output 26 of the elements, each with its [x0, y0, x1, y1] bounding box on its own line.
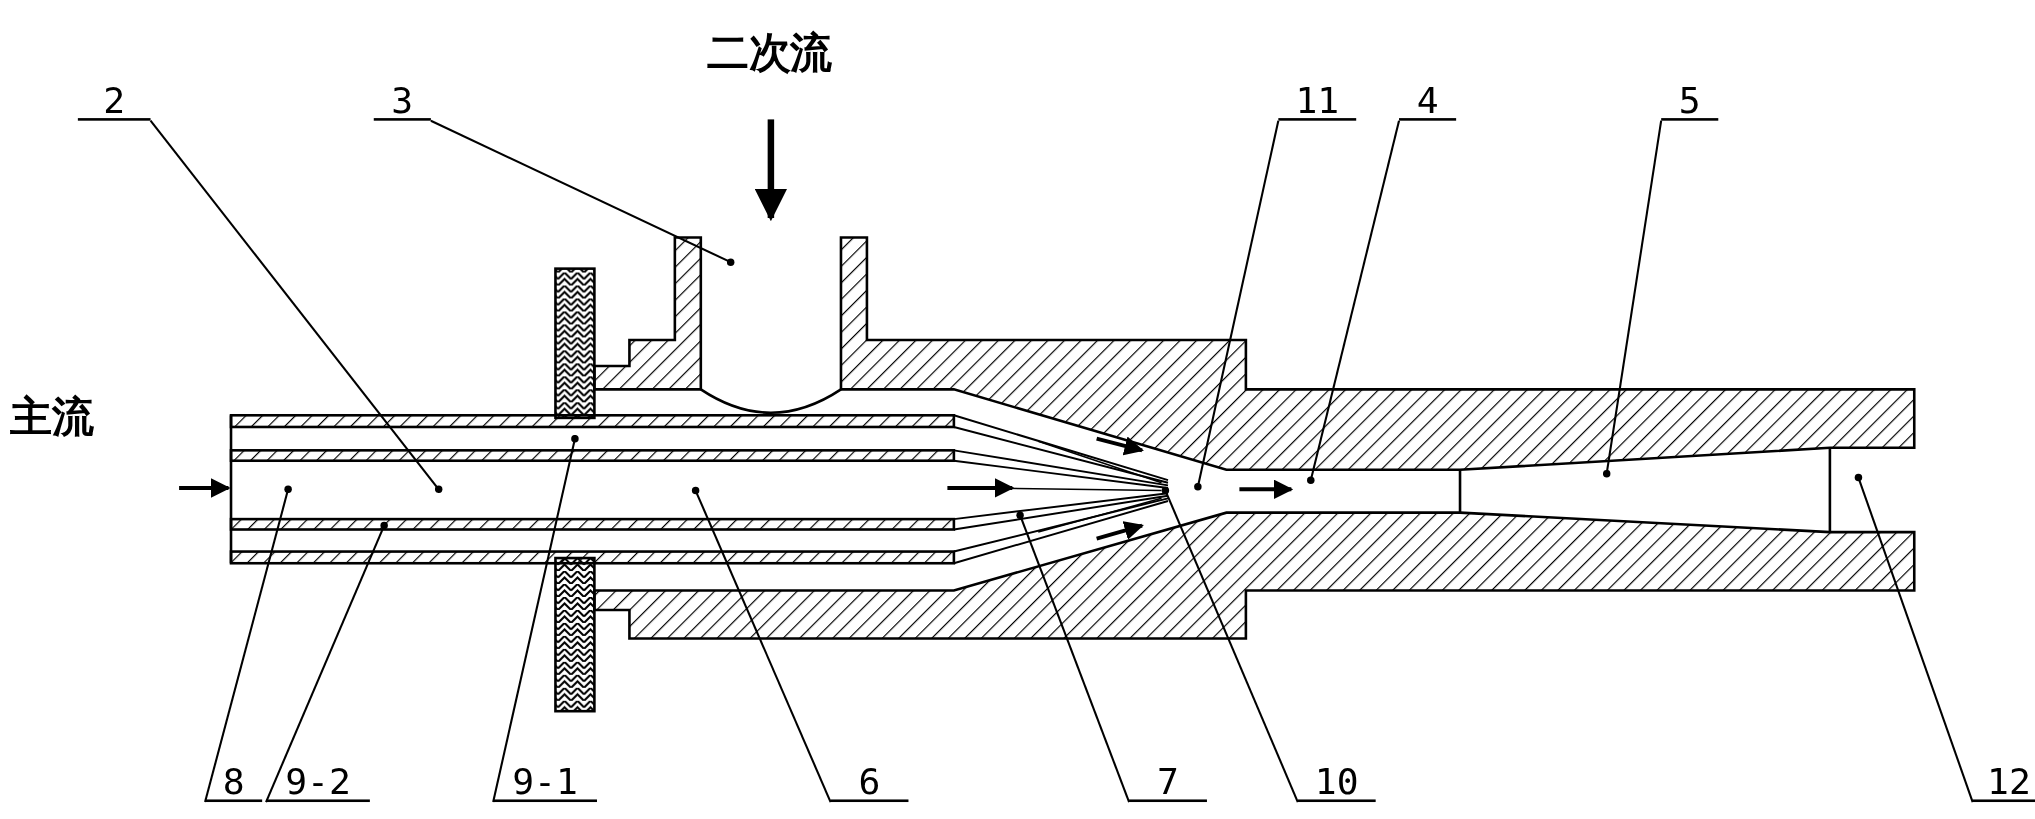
callout-number: 10	[1297, 765, 1376, 803]
callout-number: 12	[1972, 765, 2035, 803]
leader-line	[265, 521, 388, 803]
callout-number: 11	[1278, 84, 1357, 121]
leader-line	[691, 486, 832, 803]
leader-line	[430, 119, 735, 266]
leader-line	[1307, 120, 1401, 484]
leader-line	[149, 120, 443, 493]
leader-line	[1016, 511, 1131, 803]
callout-number: 9-1	[493, 765, 597, 803]
callout-number: 3	[373, 84, 431, 121]
callout-number: 8	[205, 765, 263, 803]
flow-label: 二次流	[707, 27, 832, 80]
leader-line	[204, 485, 292, 803]
callout-number: 5	[1661, 84, 1719, 121]
leader-line	[492, 434, 579, 803]
flow-label: 主流	[10, 390, 94, 444]
callout-number: 4	[1399, 84, 1457, 121]
leader-line	[1602, 120, 1663, 478]
callout-number: 2	[77, 84, 151, 121]
callout-number: 9-2	[266, 765, 370, 803]
leader-line	[1161, 486, 1299, 803]
leader-line	[1854, 473, 1974, 803]
callout-number: 6	[830, 765, 909, 803]
callout-number: 7	[1129, 765, 1207, 803]
leader-line	[1194, 120, 1280, 491]
